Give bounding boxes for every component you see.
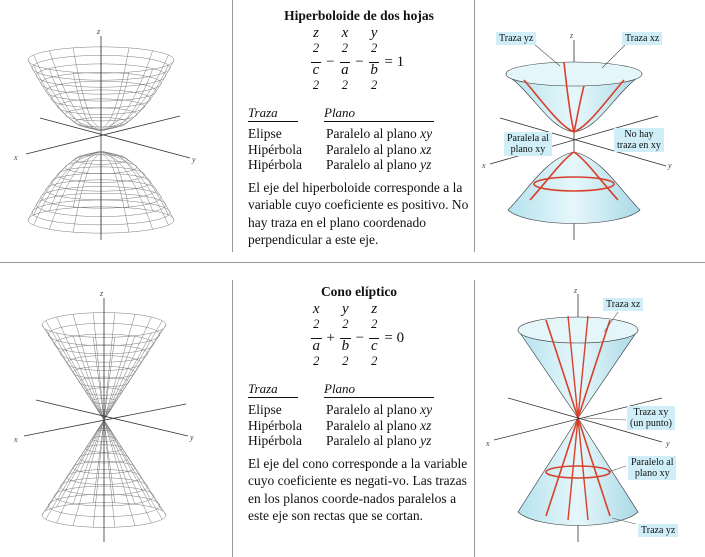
hyperboloid-shaded-figure: z x y (481, 31, 672, 240)
cone-wireframe (41, 312, 167, 528)
svg-text:y: y (667, 161, 672, 170)
callout-traza-xz: Traza xz (622, 32, 663, 45)
cone-shaded-figure: z x y (485, 286, 670, 542)
svg-text:y: y (189, 433, 194, 442)
axis-label-y: y (191, 155, 196, 164)
svg-text:z: z (573, 286, 578, 295)
callout-traza-yz: Traza yz (638, 524, 679, 537)
y-axis (39, 117, 191, 159)
svg-text:y: y (665, 439, 670, 448)
section-title: Cono elíptico (320, 284, 398, 299)
section-title: Hiperboloide de dos hojas (284, 8, 434, 23)
column-divider (232, 0, 233, 252)
description: El eje del hiperboloide corresponde a la… (248, 179, 469, 248)
callout-traza-xz: Traza xz (603, 298, 644, 311)
svg-text:x: x (481, 161, 486, 170)
svg-text:x: x (13, 435, 18, 444)
column-divider (474, 0, 475, 252)
callout-traza-yz: Traza yz (496, 32, 537, 45)
trace-table-header: Traza Plano (248, 105, 470, 122)
axis-label-z: z (96, 27, 101, 36)
description: El eje del cono corresponde a la variabl… (248, 455, 468, 524)
trace-table-header: Traza Plano (248, 381, 470, 398)
cone-wireframe-figure: z x y (13, 289, 194, 542)
column-divider (232, 280, 233, 557)
section-divider (0, 262, 705, 263)
axis-label-x: x (13, 153, 18, 162)
svg-text:z: z (569, 31, 574, 40)
callout-traza-xy-punto: Traza xy(un punto) (627, 406, 675, 430)
svg-text:z: z (99, 289, 104, 298)
svg-text:x: x (485, 439, 490, 448)
column-divider (474, 280, 475, 557)
hyperboloid-wireframe-figure: z x y (13, 27, 196, 240)
